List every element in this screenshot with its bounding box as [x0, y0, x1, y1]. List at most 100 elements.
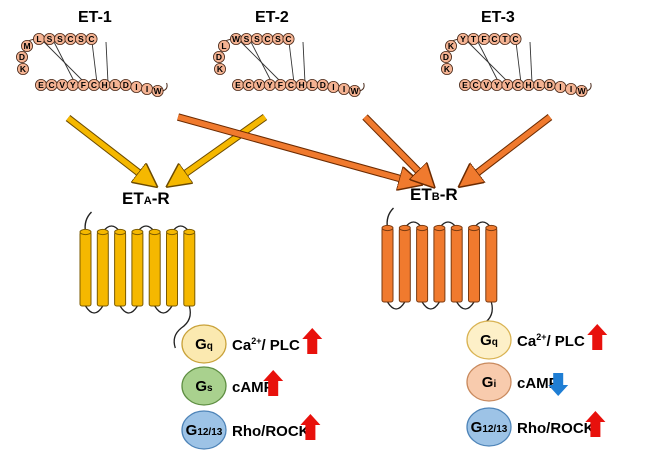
increase-arrow-icon: [585, 411, 606, 437]
residue-letter: K: [20, 64, 27, 74]
residue-bead: V: [253, 79, 266, 92]
residue-bead: T: [467, 33, 480, 46]
residue-bead: H: [295, 79, 308, 92]
transmembrane-helix: [433, 224, 446, 303]
transmembrane-helix: [468, 224, 480, 303]
residue-bead: C: [261, 33, 274, 46]
residue-letter: S: [254, 34, 260, 44]
residue-bead: I: [337, 83, 350, 96]
transmembrane-helix: [114, 228, 127, 307]
residue-letter: C: [473, 80, 479, 90]
residue-letter: F: [81, 80, 86, 90]
residue-letter: L: [537, 80, 542, 90]
residue-letter: C: [288, 80, 294, 90]
residue-letter: K: [444, 64, 451, 74]
residue-bead: I: [130, 81, 143, 94]
residue-bead: C: [512, 79, 525, 92]
residue-bead: C: [242, 79, 255, 92]
residue-bead: E: [231, 79, 244, 92]
residue-letter: Y: [460, 34, 466, 44]
residue-bead: I: [327, 81, 340, 94]
residue-letter: E: [235, 80, 241, 90]
effect-label: cAMP: [517, 375, 559, 392]
residue-bead: C: [469, 79, 482, 92]
g-protein-label: G12/13: [186, 422, 223, 439]
residue-letter: I: [135, 82, 137, 92]
residue-bead: M: [20, 40, 33, 53]
residue-bead: E: [458, 79, 471, 92]
g-protein-label: Gi: [482, 374, 497, 391]
effect-label: cAMP: [232, 379, 274, 396]
residue-letter: C: [246, 80, 252, 90]
residue-letter: K: [448, 41, 455, 51]
et2-title: ET-2: [255, 9, 289, 26]
g-protein-circle: [466, 320, 512, 360]
residue-letter: V: [59, 80, 65, 90]
residue-bead: K: [444, 40, 457, 53]
residue-bead: F: [77, 79, 90, 92]
et1-title: ET-1: [78, 9, 112, 26]
residue-letter: L: [221, 41, 226, 51]
increase-arrow-icon: [587, 324, 608, 350]
residue-bead: W: [575, 85, 588, 98]
residue-bead: I: [565, 83, 578, 96]
residue-letter: E: [38, 80, 44, 90]
residue-bead: V: [56, 79, 69, 92]
residue-bead: K: [213, 63, 226, 76]
residue-letter: V: [256, 80, 262, 90]
eta-receptor: [79, 211, 196, 349]
residue-bead: T: [498, 33, 511, 46]
et3-to-etb-arrow: [464, 114, 552, 183]
residue-bead: Y: [66, 79, 79, 92]
residue-letter: T: [502, 34, 508, 44]
transmembrane-helix: [450, 224, 463, 303]
residue-letter: H: [299, 80, 305, 90]
residue-letter: S: [57, 34, 63, 44]
residue-letter: C: [491, 34, 497, 44]
et1-to-etb-arrow: [177, 114, 416, 183]
residue-bead: S: [240, 33, 253, 46]
residue-bead: W: [348, 85, 361, 98]
residue-bead: D: [439, 51, 452, 64]
etb-receptor-label: ETB-R: [410, 185, 458, 204]
residue-bead: L: [33, 33, 46, 46]
residue-bead: W: [151, 85, 164, 98]
residue-bead: H: [98, 79, 111, 92]
residue-letter: Y: [267, 80, 273, 90]
transmembrane-helix: [381, 224, 394, 303]
residue-letter: S: [275, 34, 281, 44]
et1-to-eta-arrow: [66, 115, 152, 183]
decrease-arrow-icon: [548, 373, 569, 396]
residue-bead: C: [284, 79, 297, 92]
residue-bead: W: [229, 33, 242, 46]
residue-letter: D: [547, 80, 553, 90]
transmembrane-helix: [485, 224, 498, 303]
residue-bead: F: [274, 79, 287, 92]
increase-arrow-icon: [302, 328, 323, 354]
residue-letter: D: [443, 52, 449, 62]
et2-to-eta-arrow: [172, 114, 267, 183]
residue-letter: L: [113, 80, 118, 90]
residue-letter: L: [36, 34, 41, 44]
residue-letter: I: [146, 84, 148, 94]
residue-bead: C: [85, 33, 98, 46]
residue-letter: W: [154, 86, 163, 96]
residue-bead: S: [54, 33, 67, 46]
residue-letter: W: [578, 86, 587, 96]
residue-letter: F: [278, 80, 283, 90]
residue-bead: H: [522, 79, 535, 92]
residue-bead: S: [75, 33, 88, 46]
residue-letter: C: [264, 34, 270, 44]
increase-arrow-icon: [300, 414, 321, 440]
effect-label: Rho/ROCK: [232, 423, 310, 440]
residue-letter: M: [23, 41, 30, 51]
residue-letter: D: [123, 80, 129, 90]
residue-letter: I: [570, 84, 572, 94]
